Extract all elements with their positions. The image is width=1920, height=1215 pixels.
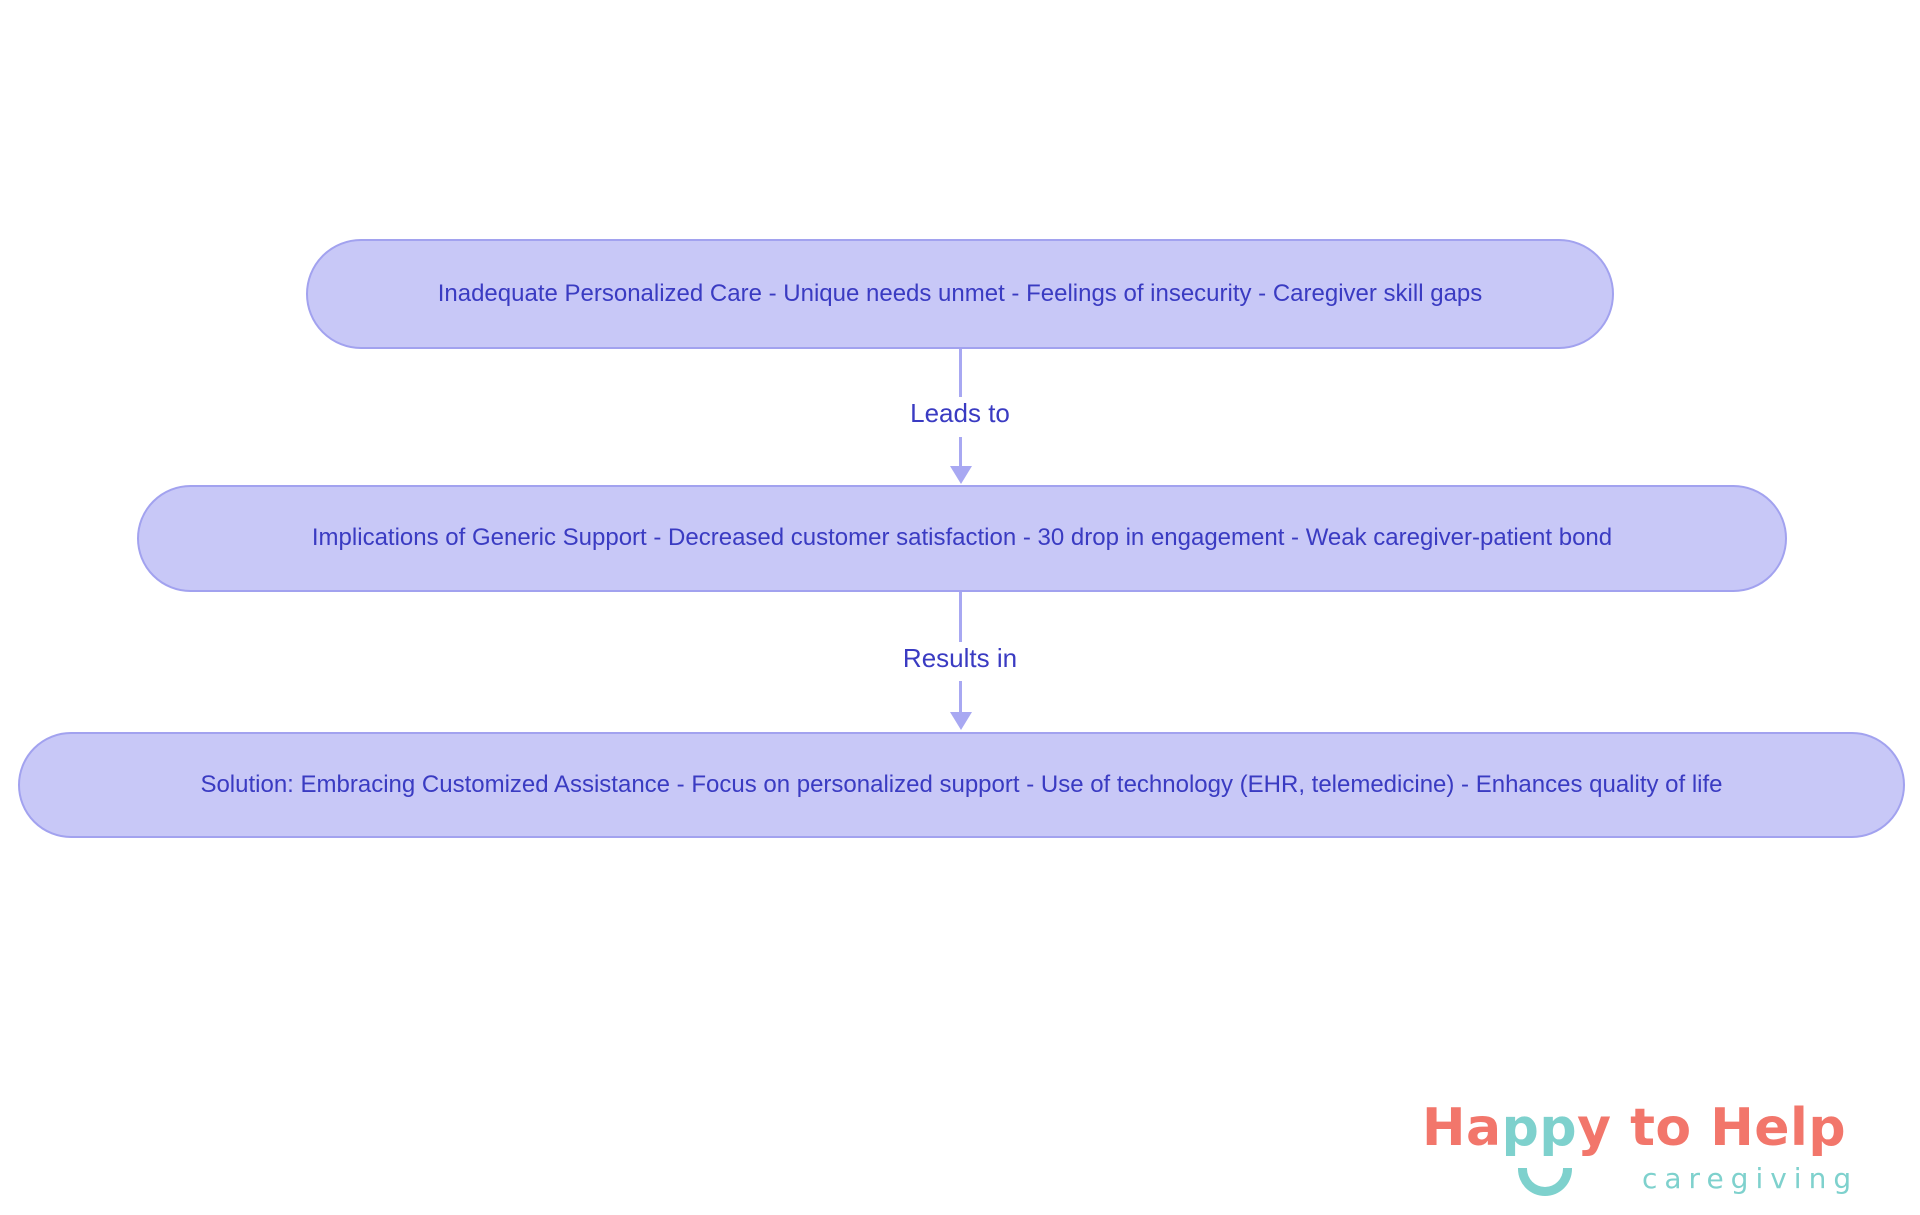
logo-wordmark: Happy to Help <box>1422 1098 1902 1158</box>
edge2-line-top <box>959 592 962 642</box>
node-implications-text: Implications of Generic Support - Decrea… <box>311 524 1613 552</box>
logo-word-y: y <box>1577 1098 1612 1158</box>
logo-word-pp: pp <box>1501 1098 1578 1158</box>
node-solution-text: Solution: Embracing Customized Assistanc… <box>200 770 1723 798</box>
happy-to-help-logo: Happy to Help caregiving <box>1422 1098 1902 1196</box>
edge2-line-bottom <box>959 681 962 713</box>
node-problem-text: Inadequate Personalized Care - Unique ne… <box>437 279 1483 307</box>
flowchart-node-implications: Implications of Generic Support - Decrea… <box>137 485 1787 592</box>
flowchart-node-problem: Inadequate Personalized Care - Unique ne… <box>306 239 1614 349</box>
edge1-label: Leads to <box>902 398 1018 429</box>
logo-word-ha: Ha <box>1422 1098 1502 1158</box>
logo-word-to: to <box>1611 1098 1711 1158</box>
edge1-line-bottom <box>959 437 962 467</box>
logo-word-help: Help <box>1710 1098 1847 1158</box>
smile-icon <box>1518 1168 1572 1196</box>
edge2-arrowhead-icon <box>949 712 972 730</box>
edge1-arrowhead-icon <box>949 466 972 484</box>
edge1-line-top <box>959 349 962 397</box>
edge2-label: Results in <box>894 643 1026 674</box>
logo-tagline: caregiving <box>1642 1162 1859 1195</box>
flowchart-node-solution: Solution: Embracing Customized Assistanc… <box>18 732 1905 838</box>
